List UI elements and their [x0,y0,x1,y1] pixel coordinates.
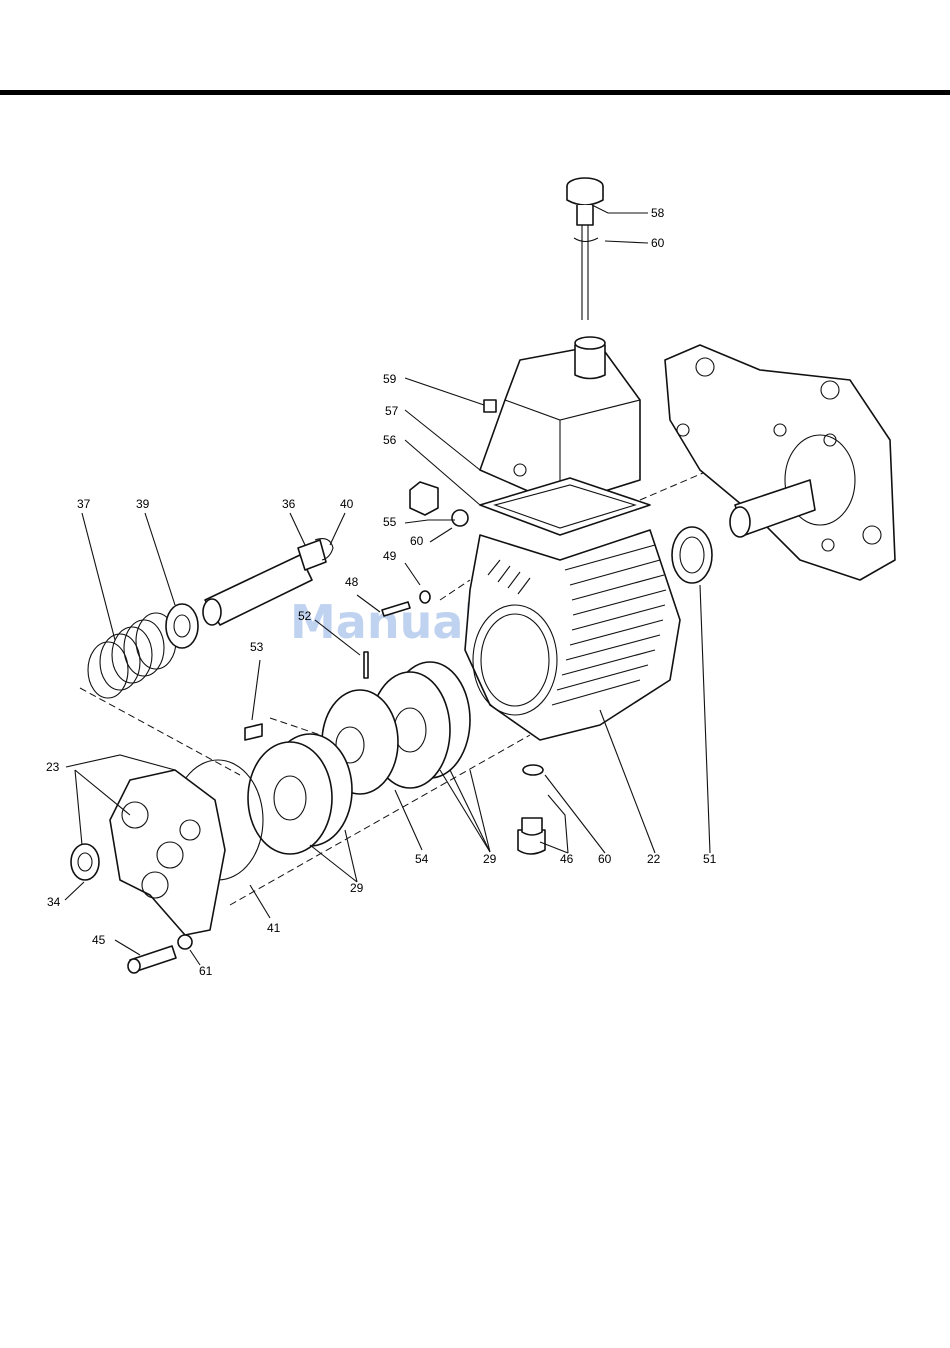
callout-60-drain: 60 [598,852,612,866]
callout-41: 41 [267,921,281,935]
callout-53: 53 [250,640,264,654]
drive-flange [665,345,895,583]
callout-58: 58 [651,206,665,220]
spring-washer [88,604,198,698]
callout-54: 54 [415,852,429,866]
callout-56: 56 [383,433,397,447]
callout-40: 40 [340,497,354,511]
callout-37: 37 [77,497,91,511]
callout-46: 46 [560,852,574,866]
callout-52: 52 [298,609,312,623]
callout-51: 51 [703,852,717,866]
callout-36: 36 [282,497,296,511]
callout-22: 22 [647,852,661,866]
callout-29-right: 29 [483,852,497,866]
oil-cap-dipstick [567,178,603,320]
callout-60-plug: 60 [410,534,424,548]
callout-34: 34 [47,895,61,909]
callout-48: 48 [345,575,359,589]
piston-assemblies [248,662,470,854]
callout-45: 45 [92,933,106,947]
pump-housing [465,337,680,854]
callout-55: 55 [383,515,397,529]
callout-23: 23 [46,760,60,774]
callout-60-cap: 60 [651,236,665,250]
callout-39: 39 [136,497,150,511]
callout-61: 61 [199,964,213,978]
callout-59: 59 [383,372,397,386]
callout-57: 57 [385,404,399,418]
callout-49: 49 [383,549,397,563]
callout-29-left: 29 [350,881,364,895]
